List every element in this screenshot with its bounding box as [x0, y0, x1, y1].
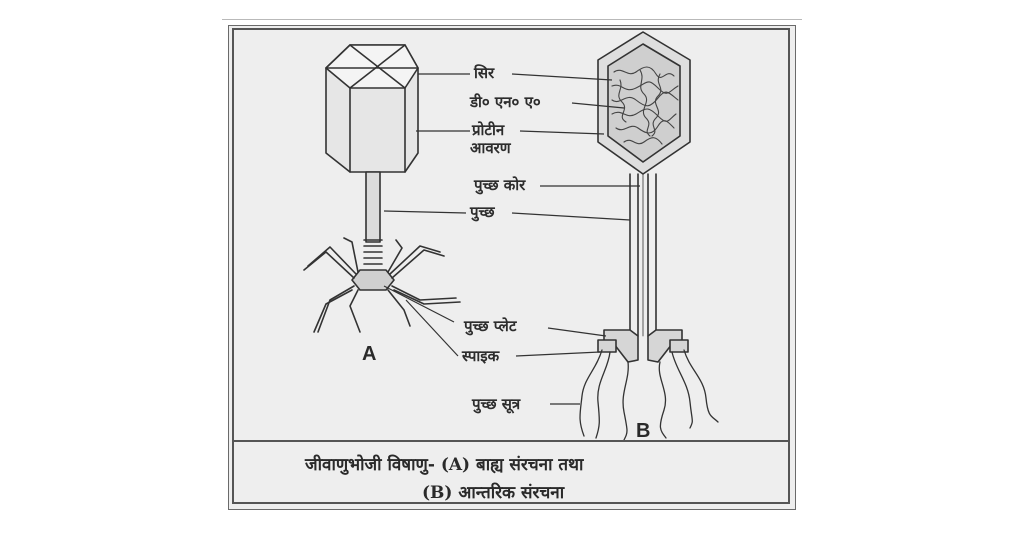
phage-b-tail [629, 173, 657, 337]
label-tail-plate: पुच्छ प्लेट [464, 317, 517, 335]
figure-sheet [228, 25, 796, 510]
label-protein-coat-1: प्रोटीन [472, 121, 505, 139]
phage-a-fibres [303, 237, 461, 333]
label-dna: डी० एन० ए० [470, 93, 541, 111]
caption-title: जीवाणुभोजी विषाणु- [305, 455, 435, 475]
label-protein-coat-2: आवरण [470, 139, 511, 157]
figure-label-a: A [362, 343, 377, 365]
caption-line-1: जीवाणुभोजी विषाणु- (A) बाह्य संरचना तथा [305, 452, 583, 475]
phage-b-baseplate [597, 329, 689, 363]
phage-a-tail [363, 171, 383, 265]
leader-lines [383, 73, 640, 405]
label-tail-fibres: पुच्छ सूत्र [472, 395, 521, 413]
caption-a-marker: (A) [440, 455, 471, 475]
top-rule [222, 19, 802, 20]
caption-box [232, 440, 790, 504]
caption-line1-rest: बाह्य संरचना तथा [476, 455, 584, 475]
figure-label-b: B [636, 420, 651, 442]
phage-a-head [325, 44, 419, 173]
label-tail-core: पुच्छ कोर [474, 176, 526, 194]
phage-b-dna [611, 66, 679, 145]
caption-b-marker: (B) [422, 483, 453, 503]
label-head: सिर [474, 64, 495, 82]
phage-b-fibres [579, 349, 719, 441]
phage-b-head [597, 31, 691, 175]
caption-line-2: (B) आन्तरिक संरचना [422, 480, 564, 503]
label-tail: पुच्छ [470, 203, 495, 221]
caption-line2-rest: आन्तरिक संरचना [458, 483, 565, 503]
label-spike: स्पाइक [462, 347, 500, 365]
figure-frame [232, 28, 790, 504]
phage-a-baseplate [351, 269, 395, 291]
